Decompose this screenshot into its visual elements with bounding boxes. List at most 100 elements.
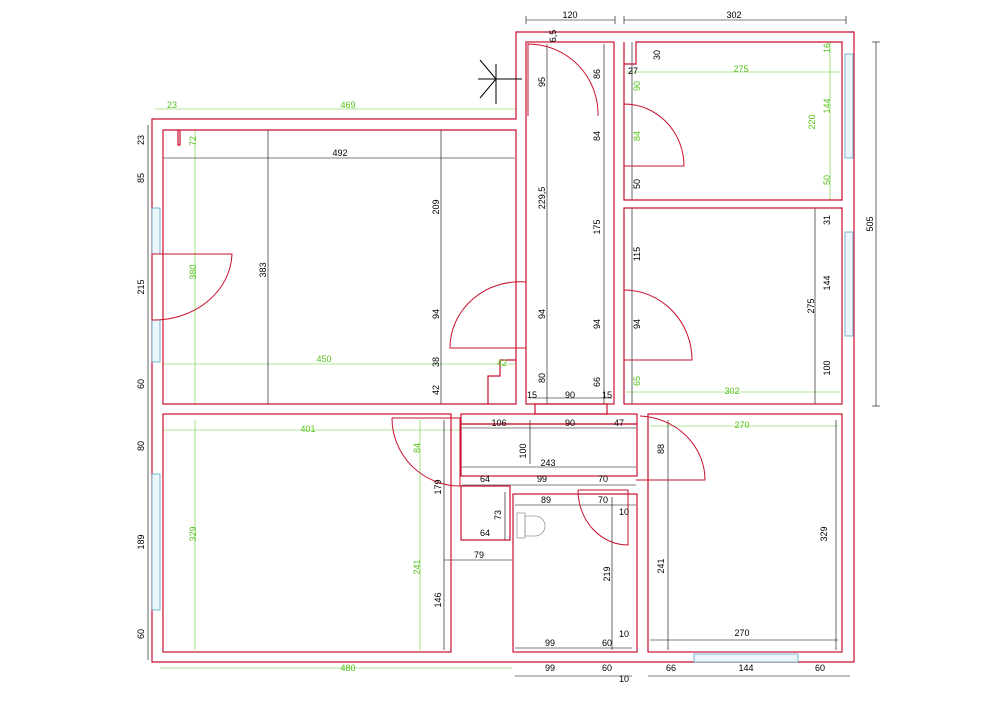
- door-bedroom1: [623, 103, 685, 167]
- dim-label: 329: [188, 526, 198, 541]
- dim-label: 70: [598, 474, 608, 484]
- door-bath: [577, 489, 629, 546]
- window-left-top: [151, 207, 161, 255]
- dim-label: 85: [136, 173, 146, 183]
- dim-label: 60: [602, 638, 612, 648]
- dim-label: 383: [258, 262, 268, 277]
- dim-label: 469: [340, 100, 355, 110]
- dim-label: 84: [632, 131, 642, 141]
- dim-label: 380: [188, 264, 198, 279]
- dim-label: 23: [167, 100, 177, 110]
- dim-label: 144: [822, 275, 832, 290]
- dim-label: 66: [592, 377, 602, 387]
- dim-label: 86: [592, 69, 602, 79]
- dim-label: 275: [733, 64, 748, 74]
- dim-label: 84: [592, 131, 602, 141]
- entrance-arrow-icon: [478, 59, 522, 104]
- dim-label: 89: [541, 495, 551, 505]
- dim-label: 10: [619, 629, 629, 639]
- dim-label: 50: [822, 175, 832, 185]
- dim-label: 73: [493, 510, 503, 520]
- dim-label: 60: [136, 379, 146, 389]
- dim-label: 99: [537, 474, 547, 484]
- dim-label: 10: [619, 507, 629, 517]
- dim-label: 64: [480, 528, 490, 538]
- dim-label: 23: [136, 135, 146, 145]
- dim-label: 179: [433, 479, 443, 494]
- dim-label: 90: [565, 418, 575, 428]
- dim-label: 65: [632, 376, 642, 386]
- dim-label: 72: [188, 136, 198, 146]
- dim-label: 106: [491, 418, 506, 428]
- dim-label: 450: [316, 354, 331, 364]
- dim-label: 60: [602, 663, 612, 673]
- dim-label: 175: [592, 219, 602, 234]
- dim-label: 505: [865, 216, 875, 231]
- door-room-br: [636, 415, 706, 481]
- dim-label: 95: [537, 77, 547, 87]
- toilet-icon: [516, 512, 546, 539]
- dim-label: 15: [527, 390, 537, 400]
- window-bottom-right: [693, 653, 799, 663]
- dim-label: 90: [632, 81, 642, 91]
- dim-label: 401: [300, 424, 315, 434]
- dim-label: 47: [614, 418, 624, 428]
- dim-label: 70: [598, 495, 608, 505]
- dim-label: 94: [632, 319, 642, 329]
- door-entrance: [527, 43, 599, 117]
- door-living-left: [151, 253, 233, 321]
- door-room-bl: [391, 417, 461, 487]
- dim-label: 16: [822, 43, 832, 53]
- dimension-lines: [147, 16, 880, 677]
- dim-label: 6,5: [548, 30, 558, 43]
- dim-label: 189: [136, 534, 146, 549]
- dim-label: 144: [738, 663, 753, 673]
- dim-label: 100: [518, 443, 528, 458]
- dim-label: 302: [726, 10, 741, 20]
- dim-label: 99: [545, 638, 555, 648]
- dim-label: 275: [806, 298, 816, 313]
- walls: [151, 31, 855, 663]
- dim-label: 99: [545, 663, 555, 673]
- dim-label: 243: [540, 458, 555, 468]
- window-left-mid: [151, 319, 161, 363]
- dim-label: 90: [565, 390, 575, 400]
- dim-label: 60: [136, 629, 146, 639]
- inner-dimension-lines: [155, 42, 840, 669]
- dimension-labels: 120 302 23 469 505 23 85 215 60 80 189 6…: [136, 10, 875, 684]
- dim-label: 100: [822, 360, 832, 375]
- dim-label: 329: [819, 526, 829, 541]
- dim-label: 241: [656, 558, 666, 573]
- dim-label: 241: [412, 559, 422, 574]
- dim-label: 60: [815, 663, 825, 673]
- dim-label: 480: [340, 663, 355, 673]
- dim-label: 209: [431, 199, 441, 214]
- dim-label: 30: [652, 50, 662, 60]
- door-bedroom2: [623, 289, 693, 361]
- window-left-bottom: [151, 473, 161, 611]
- dim-label: 270: [734, 628, 749, 638]
- dim-label: 144: [822, 98, 832, 113]
- dim-label: 38: [431, 357, 441, 367]
- dim-label: 80: [537, 373, 547, 383]
- dim-label: 84: [412, 443, 422, 453]
- dim-label: 220: [807, 114, 817, 129]
- window-right-mid: [844, 231, 854, 337]
- dim-label: 215: [136, 279, 146, 294]
- dim-label: 94: [592, 319, 602, 329]
- dim-label: 302: [724, 386, 739, 396]
- dim-label: 66: [666, 663, 676, 673]
- dim-label: 27: [628, 66, 638, 76]
- dim-label: 492: [332, 148, 347, 158]
- dim-label: 80: [136, 441, 146, 451]
- dim-label: 146: [433, 592, 443, 607]
- dim-label: 229,5: [537, 187, 547, 210]
- dim-label: 94: [537, 309, 547, 319]
- dim-label: 94: [431, 309, 441, 319]
- dim-label: 115: [632, 247, 642, 261]
- dim-label: 15: [602, 390, 612, 400]
- dim-label: 88: [656, 444, 666, 454]
- dim-label: 79: [474, 550, 484, 560]
- dim-label: 42: [431, 385, 441, 395]
